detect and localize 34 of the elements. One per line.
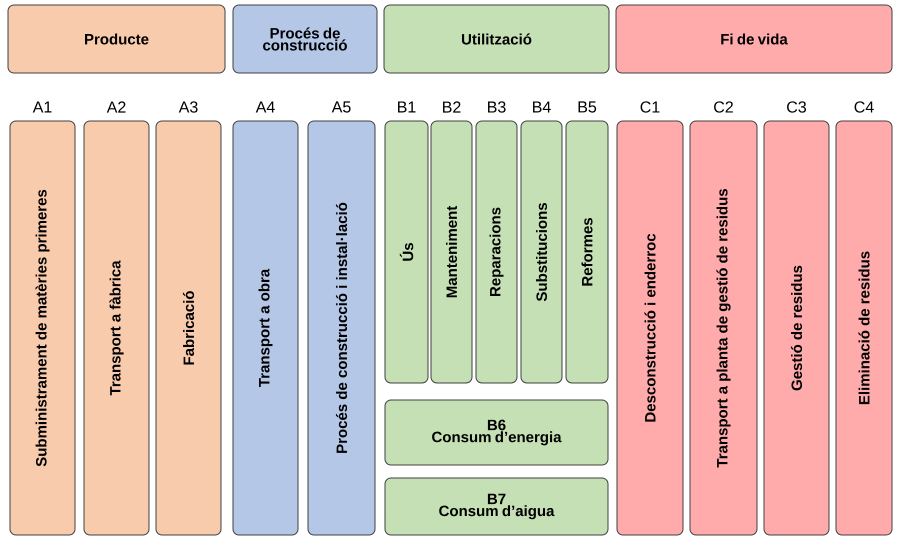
module-column: Desconstrucció i enderroc bbox=[616, 120, 684, 536]
module-column: Transport a planta de gestió de residus bbox=[690, 120, 758, 536]
module-column: Procés de construcció i instal·lació bbox=[308, 120, 376, 536]
module-column: Ús bbox=[384, 120, 428, 384]
module-code: A2 bbox=[106, 101, 126, 113]
module-column: Gestió de residus bbox=[764, 120, 830, 536]
stage-header-box: Producte bbox=[8, 4, 226, 74]
module-code: C2 bbox=[714, 101, 733, 113]
stage-header-box: Utilització bbox=[384, 4, 610, 74]
module-column: Reformes bbox=[566, 120, 608, 384]
module-column: Transport a fàbrica bbox=[84, 120, 150, 536]
module-code: C4 bbox=[854, 101, 874, 113]
module-box: B7 Consum d’aigua bbox=[384, 478, 608, 536]
module-code: B2 bbox=[443, 101, 460, 113]
module-column: Eliminació de residus bbox=[836, 120, 892, 536]
module-column: Transport a obra bbox=[232, 120, 298, 536]
module-code: A4 bbox=[256, 102, 275, 112]
module-column: Reparacions bbox=[476, 120, 518, 384]
module-code: C1 bbox=[640, 101, 660, 113]
module-code: A3 bbox=[178, 101, 198, 113]
module-code: C3 bbox=[787, 101, 806, 113]
module-code: A5 bbox=[332, 101, 351, 113]
module-code: A1 bbox=[32, 102, 52, 112]
module-code: B5 bbox=[578, 101, 596, 113]
module-column: Subministrament de matèries primeres bbox=[10, 120, 76, 536]
module-column: Fabricació bbox=[156, 120, 222, 536]
stage-header-box: Procés de construcció bbox=[232, 4, 378, 74]
module-column: Manteniment bbox=[430, 120, 472, 384]
module-code: B1 bbox=[398, 102, 416, 112]
module-box: B6 Consum d’energia bbox=[384, 400, 608, 466]
module-code: B3 bbox=[488, 101, 506, 113]
module-code: B4 bbox=[533, 102, 551, 112]
module-column: Substitucions bbox=[520, 120, 562, 384]
stage-header-box: Fi de vida bbox=[616, 4, 892, 74]
